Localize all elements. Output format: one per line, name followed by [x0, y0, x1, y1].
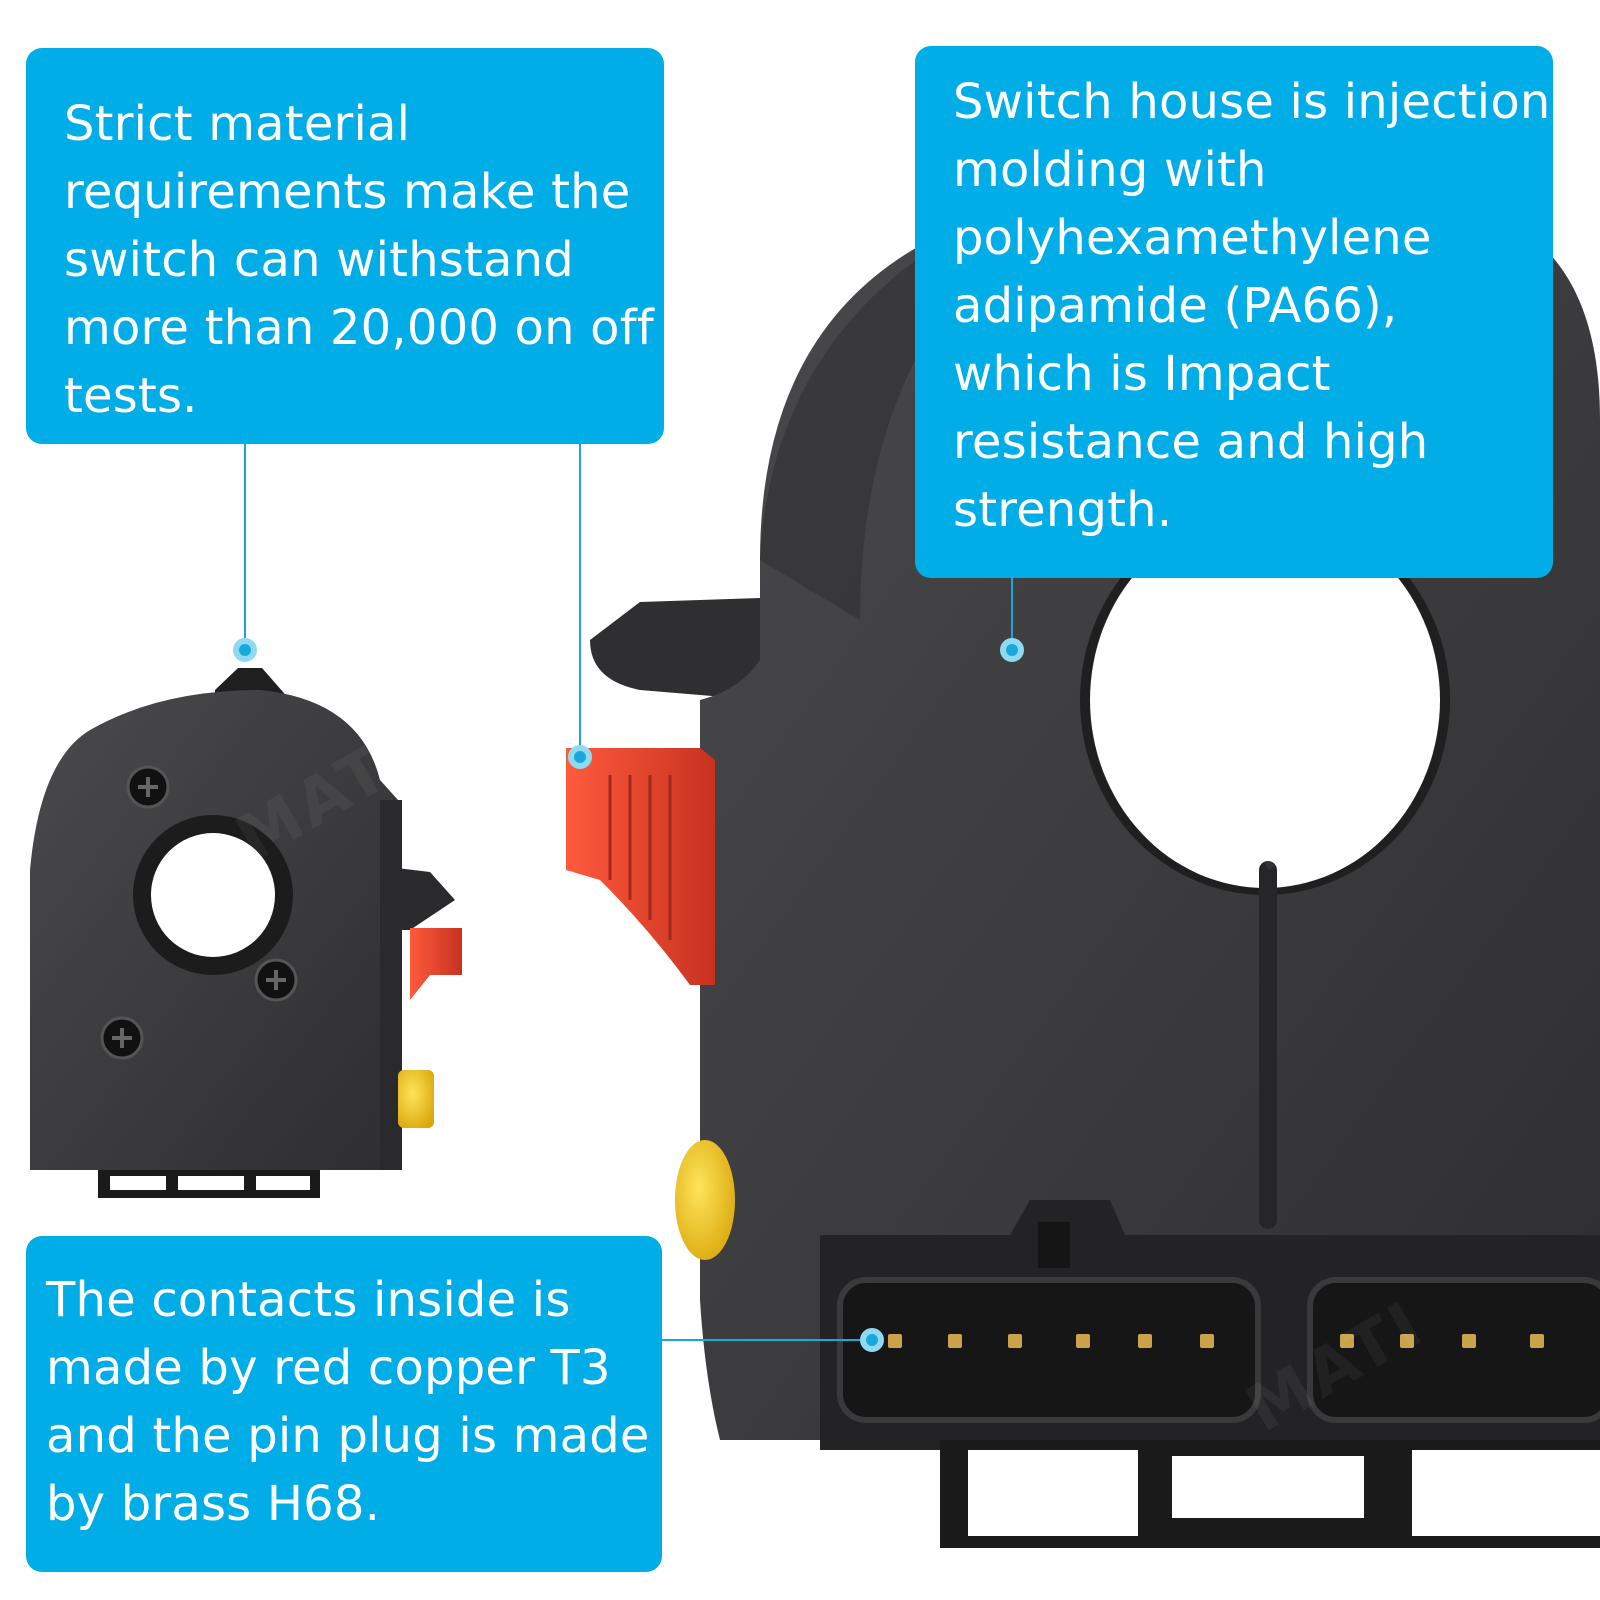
small-switch-screws	[100, 765, 298, 1060]
large-switch-red-trigger	[566, 748, 715, 985]
leader-dot-top	[233, 638, 257, 662]
callout-contacts-material-text: The contacts inside is made by red coppe…	[46, 1272, 650, 1532]
small-switch	[30, 668, 462, 1198]
leader-dots	[233, 638, 1024, 1352]
small-switch-red-trigger	[410, 928, 462, 1000]
callout-durability: Strict material requirements make the sw…	[26, 48, 664, 444]
leader-dot-housing	[1000, 638, 1024, 662]
callout-housing-material-text: Switch house is injection molding with p…	[953, 74, 1551, 538]
clip-gap-2	[1172, 1456, 1364, 1518]
large-switch-pins	[888, 1334, 1544, 1348]
clip-gap-3	[1412, 1450, 1600, 1536]
leader-dot-pins	[860, 1328, 884, 1352]
small-switch-side	[380, 800, 402, 1170]
leader-dot-trigger	[568, 745, 592, 769]
large-switch-connector-port-right	[1307, 1277, 1600, 1423]
callout-housing-material: Switch house is injection molding with p…	[915, 46, 1553, 578]
large-switch-dome	[760, 245, 1000, 620]
large-switch-connector-key	[1038, 1222, 1070, 1268]
clip-gap-1	[968, 1450, 1138, 1536]
large-switch-trigger-ribs	[608, 775, 672, 940]
callout-durability-text: Strict material requirements make the sw…	[64, 96, 654, 424]
small-switch-shaft-hole-inner	[151, 833, 275, 957]
large-switch-shaft-hole-inner	[1090, 512, 1440, 888]
large-switch-connector-port-left	[837, 1277, 1261, 1423]
large-switch-yellow-button	[675, 1140, 735, 1260]
large-switch-ear	[590, 598, 760, 700]
small-switch-yellow-button	[398, 1070, 434, 1128]
leader-lines	[244, 444, 1013, 1341]
callout-contacts-material: The contacts inside is made by red coppe…	[26, 1236, 662, 1572]
